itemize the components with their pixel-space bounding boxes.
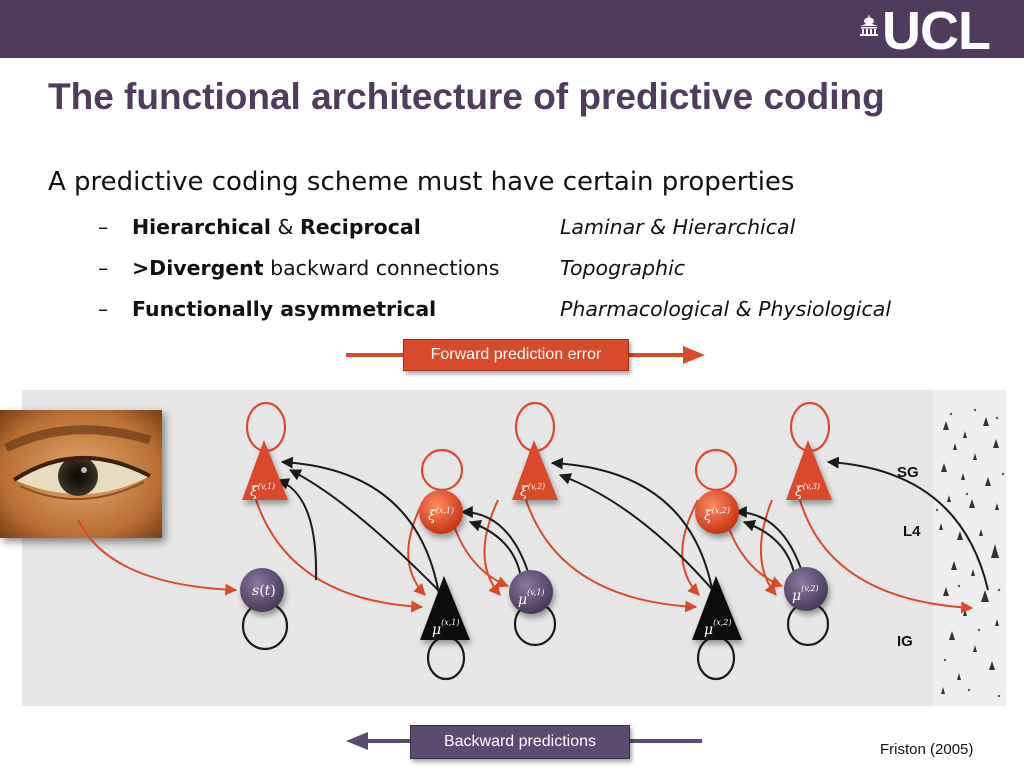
- label-s-t: s(t): [252, 583, 276, 599]
- citation: Friston (2005): [880, 741, 973, 758]
- self-loop: [696, 450, 736, 490]
- prediction-unit-mu-x2: [692, 576, 742, 640]
- error-unit-xi-v3: [786, 440, 832, 500]
- layer-label-ig: IG: [897, 633, 913, 650]
- layer-label-sg: SG: [897, 464, 919, 481]
- forward-connection: [761, 500, 776, 595]
- self-loop: [791, 403, 829, 451]
- backward-connection: [560, 475, 718, 596]
- layer-label-l4: L4: [903, 523, 921, 540]
- self-loop: [247, 403, 285, 451]
- self-loop: [698, 637, 734, 679]
- self-loop: [422, 450, 462, 490]
- error-unit-xi-v2: [512, 440, 558, 500]
- forward-connection: [452, 520, 508, 586]
- backward-predictions-label: Backward predictions: [410, 725, 630, 759]
- forward-connection: [78, 520, 236, 590]
- backward-connection: [552, 463, 714, 600]
- error-unit-xi-v1: [242, 440, 288, 500]
- self-loop: [428, 637, 464, 679]
- prediction-unit-mu-x1: [420, 576, 470, 640]
- backward-connection: [282, 462, 440, 600]
- forward-connection: [726, 520, 782, 586]
